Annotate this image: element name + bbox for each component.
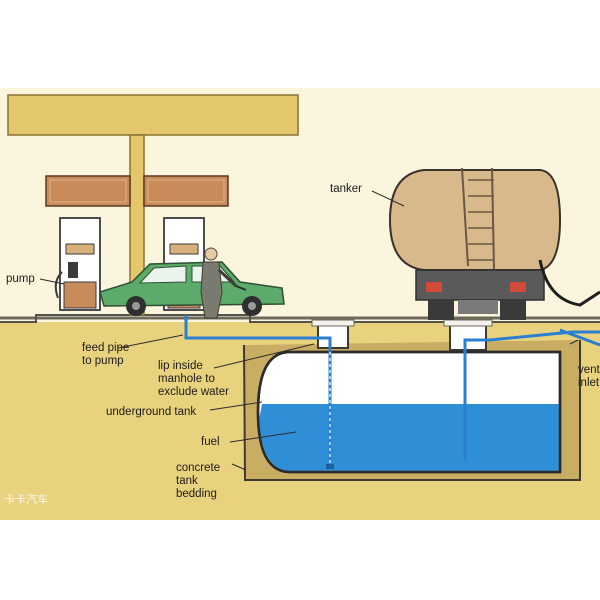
leader-lines: [39, 190, 579, 471]
label-lip-inside-manhole: lip inside manhole to exclude water: [158, 360, 229, 398]
sign-left: [45, 175, 131, 207]
manhole-right: [449, 322, 487, 351]
label-pump: pump: [6, 273, 35, 285]
manhole-cover-left: [311, 319, 355, 327]
label-concrete-bedding: concrete tank bedding: [176, 462, 221, 500]
tanker-truck: [388, 167, 600, 320]
label-tanker: tanker: [330, 183, 362, 195]
vent-pipe: [559, 328, 600, 347]
manhole-left: [317, 322, 349, 349]
delivery-hose: [538, 259, 600, 307]
sign-right: [143, 175, 229, 207]
forecourt-canopy: [7, 94, 299, 316]
attendant-figure: [200, 247, 247, 319]
watermark: 卡卡汽车: [4, 493, 48, 506]
label-feed-pipe: feed pipe to pump: [82, 342, 130, 367]
label-underground-tank: underground tank: [106, 406, 197, 418]
underground-tank: [256, 350, 562, 474]
delivery-pipe: [463, 330, 600, 460]
label-vent-inlet: vent inlet: [578, 364, 600, 389]
pipe-foot: [326, 464, 334, 469]
fuel-level: [259, 404, 560, 472]
pump-left: [54, 217, 101, 311]
manhole-cover-right: [443, 319, 493, 327]
label-fuel: fuel: [201, 436, 220, 448]
